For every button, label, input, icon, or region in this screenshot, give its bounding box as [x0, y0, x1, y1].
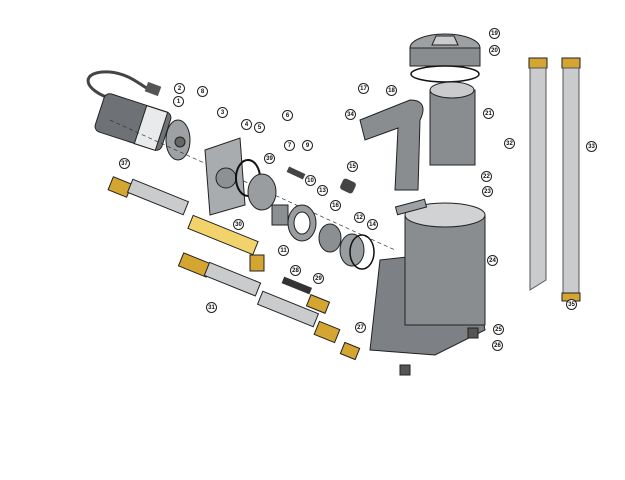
part-number-callout: 9 [302, 140, 313, 151]
part-number-callout: 7 [284, 140, 295, 151]
part-number-callout: 6 [282, 110, 293, 121]
part-number-callout: 39 [264, 153, 275, 164]
part-number-callout: 16 [330, 200, 341, 211]
part-number-callout: 15 [347, 161, 358, 172]
part-number-callout: 29 [313, 273, 324, 284]
nozzle-icon [340, 178, 356, 194]
part-number-callout: 3 [217, 107, 228, 118]
part-number-callout: 13 [317, 185, 328, 196]
part-number-callout: 33 [586, 141, 597, 152]
fitting-icon [305, 294, 331, 314]
part-number-callout: 32 [504, 138, 515, 149]
bar-clamp-icon [394, 198, 428, 216]
part-number-callout: 35 [566, 299, 577, 310]
part-number-callout: 34 [345, 109, 356, 120]
mounting-plate-icon [204, 137, 261, 216]
part-number-callout: 31 [206, 302, 217, 313]
part-number-callout: 37 [119, 158, 130, 169]
filter-o-ring-icon [410, 65, 480, 83]
wand-right-icon [561, 57, 581, 302]
part-number-callout: 21 [483, 108, 494, 119]
part-number-callout: 23 [482, 186, 493, 197]
part-number-callout: 8 [197, 86, 208, 97]
part-number-callout: 26 [492, 340, 503, 351]
motor-icon [94, 93, 191, 161]
end-plate-icon [339, 233, 365, 267]
wand-left-icon [528, 57, 548, 291]
part-number-callout: 4 [241, 119, 252, 130]
part-number-callout: 27 [355, 322, 366, 333]
hose-upper-icon [107, 176, 190, 216]
filter-cap-icon [409, 33, 481, 67]
check-valve-icon [281, 276, 313, 295]
part-number-callout: 11 [278, 245, 289, 256]
foot-icon [399, 364, 411, 376]
part-number-callout: 22 [481, 171, 492, 182]
part-number-callout: 19 [489, 28, 500, 39]
part-number-callout: 2 [174, 83, 185, 94]
part-number-callout: 25 [493, 324, 504, 335]
filter-housing-icon [369, 202, 486, 356]
rotor-icon [271, 204, 289, 226]
rotor-disc-icon [318, 223, 342, 253]
hose-middle-icon [187, 214, 265, 272]
o-ring-icon [349, 234, 375, 270]
bracket-icon [359, 99, 424, 191]
part-number-callout: 14 [367, 219, 378, 230]
part-number-callout: 10 [305, 175, 316, 186]
part-number-callout: 30 [233, 219, 244, 230]
part-number-callout: 17 [358, 83, 369, 94]
power-cord [86, 70, 151, 102]
part-number-callout: 12 [354, 212, 365, 223]
plug-icon [144, 81, 162, 97]
bolt-icon [286, 166, 306, 180]
part-number-callout: 28 [290, 265, 301, 276]
foot-icon-2 [467, 327, 479, 339]
part-number-callout: 1 [173, 96, 184, 107]
part-number-callout: 20 [489, 45, 500, 56]
fitting-icon-2 [339, 341, 361, 361]
filter-element-icon [429, 81, 476, 166]
part-number-callout: 18 [386, 85, 397, 96]
hose-lower-icon [177, 252, 341, 344]
part-number-callout: 24 [487, 255, 498, 266]
cam-disc-icon [247, 173, 277, 211]
part-number-callout: 5 [254, 122, 265, 133]
